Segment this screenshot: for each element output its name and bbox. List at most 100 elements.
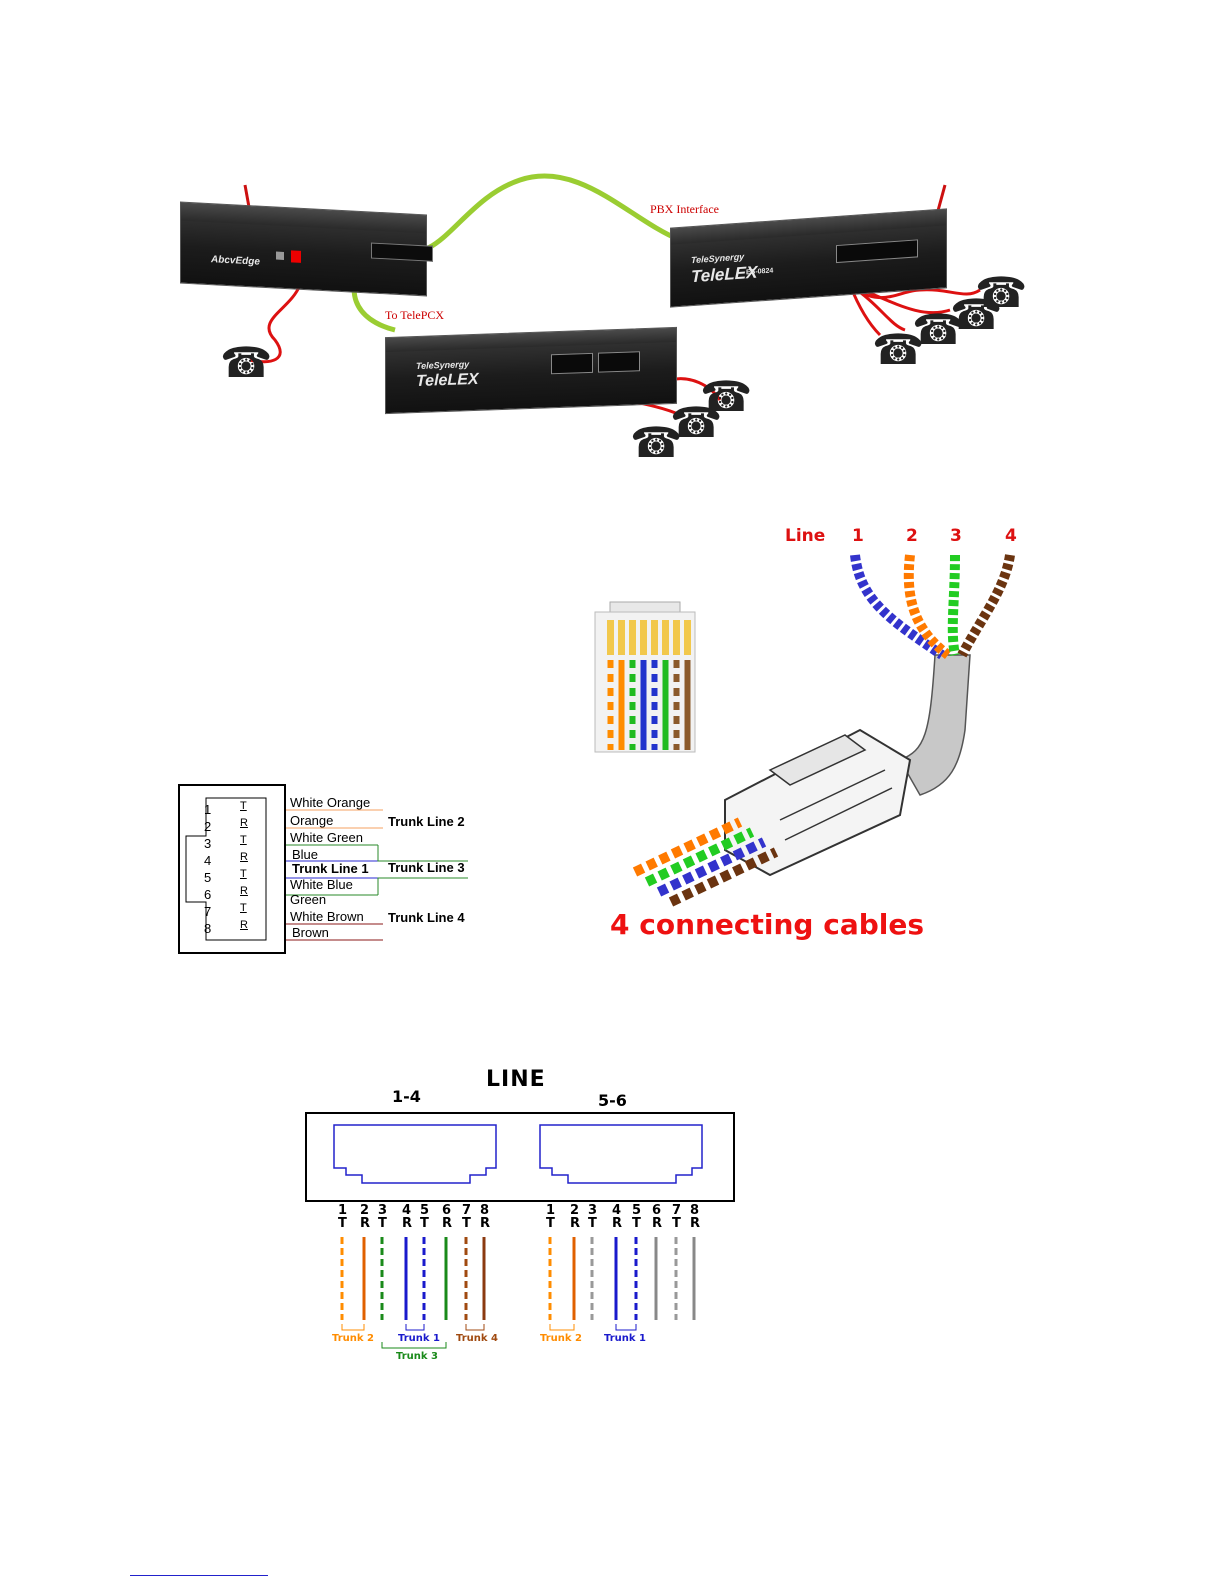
- port2-trunk-1: Trunk 1: [604, 1333, 646, 1344]
- port1-pin-tr: R: [360, 1216, 371, 1231]
- port2-pin-number: 3: [588, 1203, 598, 1218]
- network-diagram: AbcvEdge TeleSynergy TeleLEX TeleSynergy…: [160, 160, 1060, 480]
- fanout-wire: [632, 817, 743, 877]
- phone-icon: ☎: [872, 326, 925, 373]
- pin-number: 2: [204, 819, 212, 834]
- pin-number: 1: [204, 802, 212, 817]
- phone-icon: ☎: [220, 339, 273, 386]
- trunk-bracket: [549, 1324, 575, 1331]
- port1-pin-number: 6: [442, 1203, 452, 1218]
- cable-illustration: Line 1 2 3 4 4 connecting cables: [610, 520, 1050, 950]
- pin-number: 7: [204, 904, 212, 919]
- fanout-wire: [668, 847, 779, 907]
- port2-pin-number: 7: [672, 1203, 682, 1218]
- contact-pin: [673, 620, 680, 655]
- port2-pin-number: 1: [546, 1203, 556, 1218]
- edge-gateway-device: AbcvEdge: [180, 201, 433, 297]
- pin-tr: R: [240, 919, 248, 931]
- port1-pin-number: 5: [420, 1203, 430, 1218]
- contact-pin: [618, 620, 625, 655]
- telelex-small-device: TeleSynergy TeleLEX: [385, 326, 677, 415]
- wire-color-label: Orange: [290, 813, 334, 828]
- pin-tr: T: [240, 800, 247, 812]
- fanout-wire: [656, 837, 767, 897]
- contact-pin: [607, 620, 614, 655]
- port2-pin-number: 8: [690, 1203, 700, 1218]
- port1-pin-tr: R: [480, 1216, 491, 1231]
- port2-pin-tr: R: [690, 1216, 701, 1231]
- port2-pin-number: 4: [612, 1203, 622, 1218]
- port2-pin-tr: R: [570, 1216, 581, 1231]
- pin-number: 3: [204, 836, 212, 851]
- port1-trunk-3: Trunk 3: [396, 1351, 438, 1362]
- port2-pin-tr: T: [588, 1216, 597, 1231]
- port1-label: 1-4: [392, 1087, 421, 1106]
- port2-pin-tr: R: [652, 1216, 663, 1231]
- contact-pin: [662, 620, 669, 655]
- port1-pin-tr: R: [402, 1216, 413, 1231]
- wire-color-label: White Blue: [290, 877, 353, 892]
- label-pbx-interface: PBX Interface: [650, 202, 719, 216]
- port1-pin-tr: T: [338, 1216, 347, 1231]
- port2-pin-tr: T: [672, 1216, 681, 1231]
- telelex-small-brand: TeleLEX: [416, 370, 479, 391]
- port1-pin-number: 2: [360, 1203, 370, 1218]
- line-wire: [957, 554, 1015, 658]
- trunk-line-2-label: Trunk Line 2: [388, 814, 465, 829]
- line-wire: [947, 554, 960, 656]
- phone-icon: ☎: [912, 306, 965, 353]
- pin-number: 5: [204, 870, 212, 885]
- port1-trunk-2: Trunk 2: [332, 1333, 374, 1344]
- wire-color-label: White Orange: [290, 795, 371, 810]
- rj45-closeup: [590, 600, 700, 755]
- pin-tr: R: [240, 817, 248, 829]
- trunk-bracket: [465, 1324, 485, 1331]
- trunk-bracket: [615, 1324, 637, 1331]
- port2-label: 5-6: [598, 1091, 627, 1110]
- wire-color-label: Blue: [292, 847, 319, 862]
- cable-line-number-1: 1: [852, 526, 864, 546]
- label-to-telepcx: To TelePCX: [385, 308, 445, 322]
- cable-line-number-3: 3: [950, 526, 962, 546]
- port2-pin-tr: T: [546, 1216, 555, 1231]
- pin-tr: R: [240, 851, 248, 863]
- pin-tr: T: [240, 834, 247, 846]
- port1-pin-number: 1: [338, 1203, 348, 1218]
- trunk-line-1-label: Trunk Line 1: [292, 861, 369, 876]
- phone-icon: ☎: [670, 399, 723, 446]
- wire-color-label: White Green: [290, 830, 363, 845]
- pin-tr: T: [240, 902, 247, 914]
- wire-color-label: White Brown: [290, 909, 364, 924]
- port1-outline: [333, 1124, 497, 1184]
- cable-line-number-2: 2: [906, 526, 918, 546]
- contact-pin: [629, 620, 636, 655]
- wire-color-label: Green: [290, 892, 327, 907]
- pin-number: 4: [204, 853, 212, 868]
- trunk-bracket: [405, 1324, 425, 1331]
- trunk-line-3-label: Trunk Line 3: [388, 860, 465, 875]
- line-panel-title: LINE: [486, 1067, 546, 1092]
- fanout-wire: [644, 827, 755, 887]
- contact-pin: [684, 620, 691, 655]
- port1-trunk-1: Trunk 1: [398, 1333, 440, 1344]
- cable-line-number-4: 4: [1005, 526, 1017, 546]
- phone-icon: ☎: [975, 269, 1028, 316]
- wire-color-label: Brown: [292, 925, 329, 940]
- port1-pin-tr: T: [420, 1216, 429, 1231]
- phone-icon: ☎: [630, 419, 683, 466]
- port1-pin-tr: T: [462, 1216, 471, 1231]
- footer-underline: [130, 1575, 268, 1576]
- port1-pin-tr: T: [378, 1216, 387, 1231]
- phone-icon: ☎: [700, 373, 753, 420]
- port1-pin-tr: R: [442, 1216, 453, 1231]
- line-wire: [850, 554, 945, 660]
- phone-icon: ☎: [950, 291, 1003, 338]
- port2-pin-tr: T: [632, 1216, 641, 1231]
- trunk-bracket: [341, 1324, 365, 1331]
- edge-brand: AbcvEdge: [211, 254, 260, 268]
- line-wire: [903, 554, 952, 659]
- contact-pin: [640, 620, 647, 655]
- port2-pin-number: 6: [652, 1203, 662, 1218]
- port1-pin-number: 4: [402, 1203, 412, 1218]
